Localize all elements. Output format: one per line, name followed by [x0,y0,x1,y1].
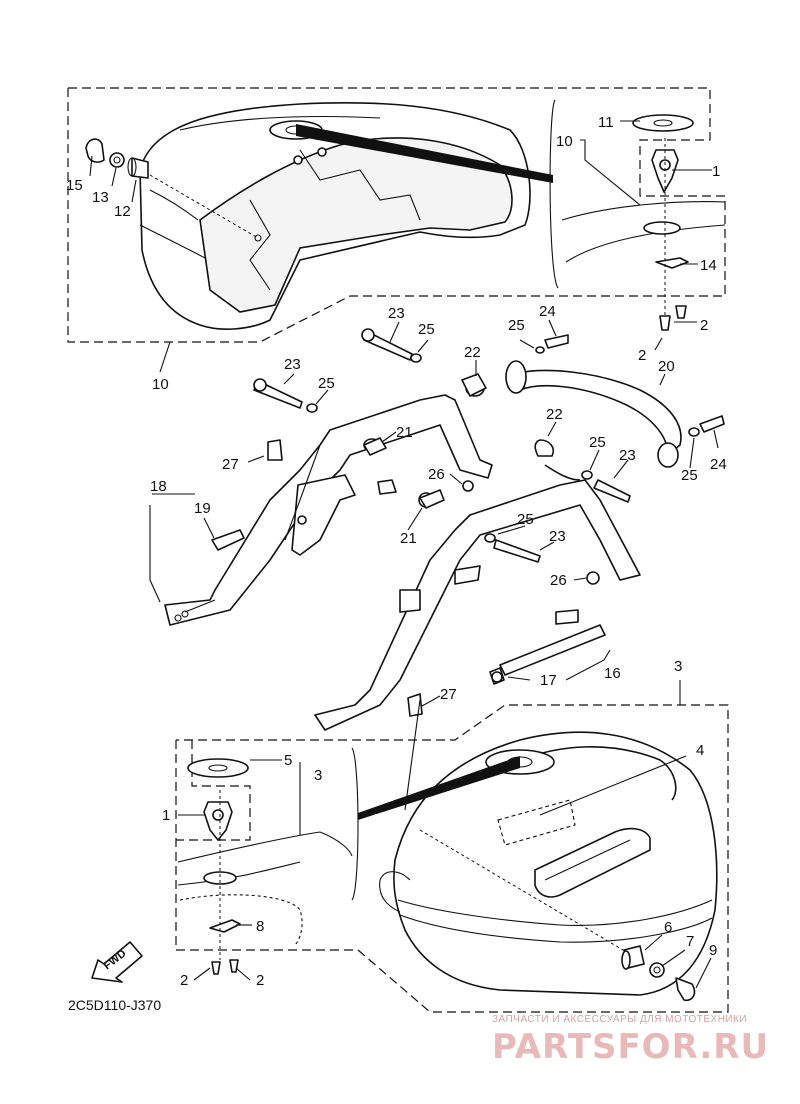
callout-25-a: 25 [418,321,435,338]
watermark-brand: PARTSFOR.RU [492,1027,769,1067]
callout-5: 5 [284,752,292,769]
right-bracket-16 [314,439,641,811]
callout-8: 8 [256,918,264,935]
callout-16: 16 [604,665,621,682]
left-bracket-18 [164,328,493,626]
right-saddlebag-assembly [175,704,729,1013]
bottom-latch-detail [176,740,359,975]
callout-21-a: 21 [396,424,413,441]
diagram-code: 2C5D110-J370 [68,997,161,1013]
callout-19: 19 [194,500,211,517]
callout-23-a: 23 [388,305,405,322]
callout-25-d: 25 [589,434,606,451]
callout-4: 4 [696,742,704,759]
callout-labels: 11 10 1 14 2 2 15 13 12 10 23 25 24 25 2… [66,114,727,989]
callout-15: 15 [66,177,83,194]
callout-23-b: 23 [284,356,301,373]
callout-27-b: 27 [440,686,457,703]
grab-rail-20 [505,334,725,468]
callout-9: 9 [709,942,717,959]
callout-13: 13 [92,189,109,206]
watermark: ЗАПЧАСТИ И АКСЕССУАРЫ ДЛЯ МОТОТЕХНИКИ PA… [492,1014,769,1067]
top-latch-detail [296,99,726,331]
callout-10: 10 [152,376,169,393]
watermark-subtitle: ЗАПЧАСТИ И АКСЕССУАРЫ ДЛЯ МОТОТЕХНИКИ [492,1014,747,1025]
callout-10-inset: 10 [556,133,573,150]
callout-2-b: 2 [638,347,646,364]
callout-25-b: 25 [508,317,525,334]
callout-27-a: 27 [222,456,239,473]
callout-7: 7 [686,933,694,950]
callout-17: 17 [540,672,557,689]
callout-24-b: 24 [710,456,727,473]
left-saddlebag-assembly [67,87,726,343]
callout-21-b: 21 [400,530,417,547]
callout-24-a: 24 [539,303,556,320]
callout-2-d: 2 [256,972,264,989]
callout-2-c: 2 [180,972,188,989]
callout-1-top: 1 [712,163,720,180]
callout-25-f: 25 [517,511,534,528]
forward-arrow: FWD [91,941,143,983]
callout-26-b: 26 [550,572,567,589]
callout-2-a: 2 [700,317,708,334]
callout-3-inset: 3 [314,767,322,784]
callout-23-d: 23 [549,528,566,545]
callout-18: 18 [150,478,167,495]
callout-14: 14 [700,257,717,274]
callout-3: 3 [674,658,682,675]
callout-11: 11 [598,114,614,131]
callout-22-a: 22 [464,344,481,361]
callout-1-bottom: 1 [162,807,170,824]
callout-25-c: 25 [318,375,335,392]
callout-26-a: 26 [428,466,445,483]
callout-23-c: 23 [619,447,636,464]
callout-20: 20 [658,358,675,375]
callout-25-e: 25 [681,467,698,484]
callout-6: 6 [664,919,672,936]
callout-22-b: 22 [546,406,563,423]
leader-lines [89,120,719,989]
callout-12: 12 [114,203,131,220]
